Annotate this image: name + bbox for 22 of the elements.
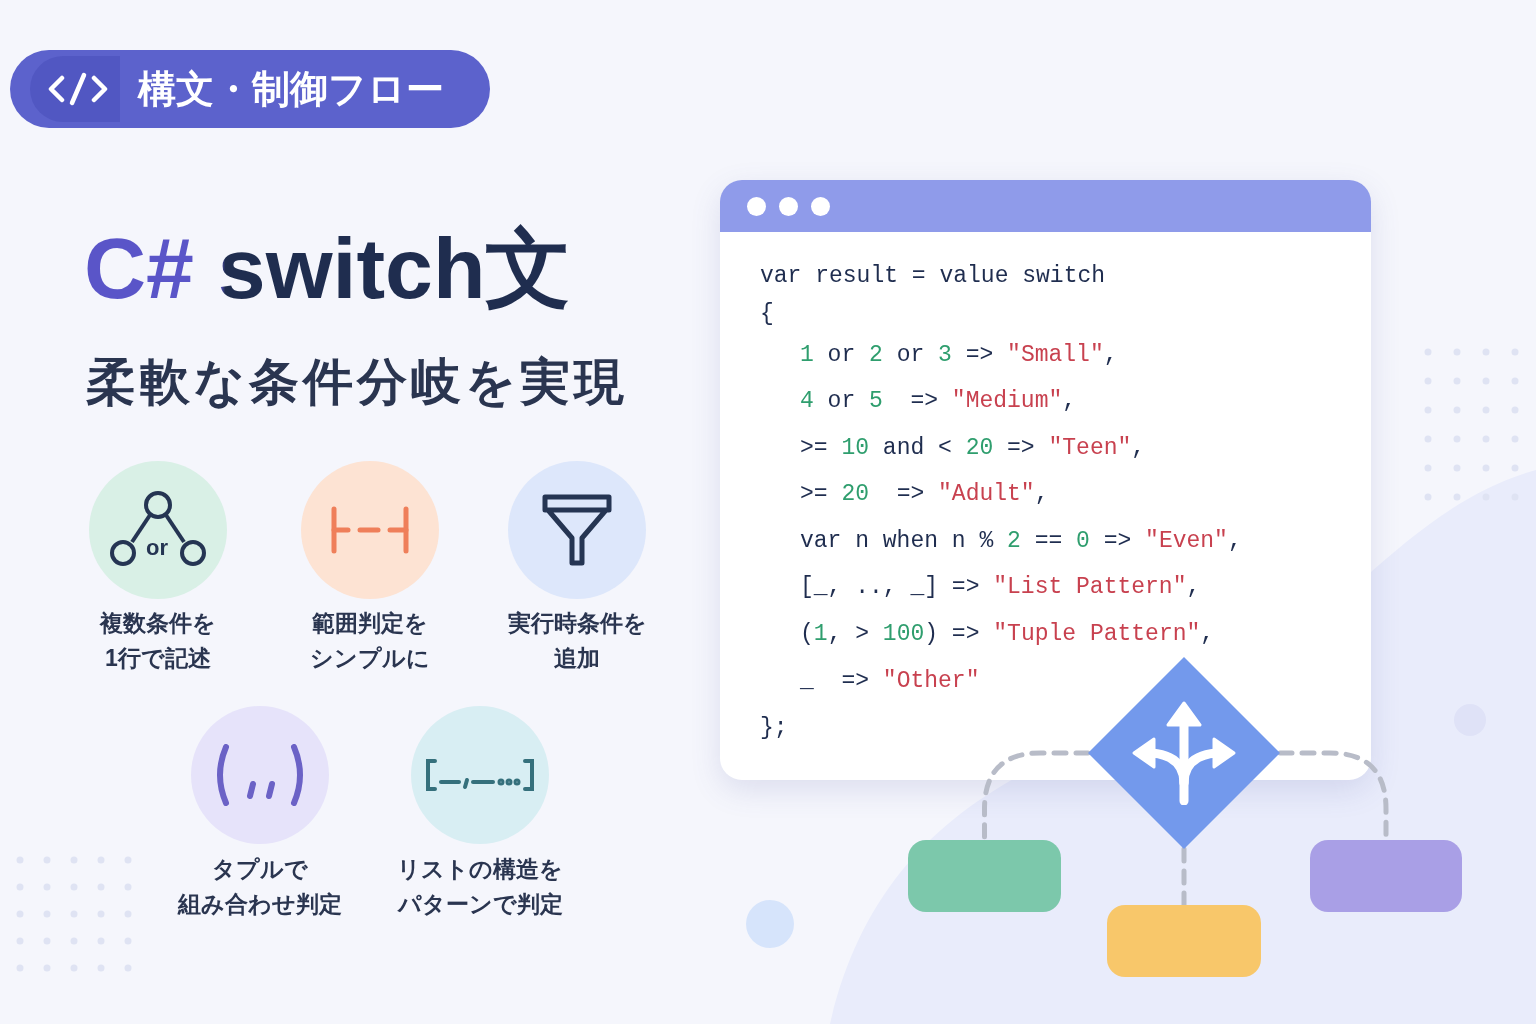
code-line: 4 or 5 => "Medium", bbox=[800, 387, 1077, 415]
code-line: [_, .., _] => "List Pattern", bbox=[800, 573, 1201, 601]
code-line: >= 20 => "Adult", bbox=[800, 480, 1049, 508]
dashed-connector bbox=[1181, 846, 1187, 908]
feature-caption: リストの構造をパターンで判定 bbox=[396, 855, 564, 919]
code-line: 1 or 2 or 3 => "Small", bbox=[800, 341, 1118, 369]
feature-caption: 実行時条件を追加 bbox=[506, 609, 648, 673]
subtitle: 柔軟な条件分岐を実現 bbox=[86, 353, 628, 412]
code-line: _ => "Other" bbox=[800, 667, 980, 695]
code-line: }; bbox=[760, 714, 788, 742]
code-line: >= 10 and < 20 => "Teen", bbox=[800, 434, 1146, 462]
branch-box bbox=[1107, 905, 1261, 977]
code-line: (1, > 100) => "Tuple Pattern", bbox=[800, 620, 1215, 648]
feature-caption: 複数条件を1行で記述 bbox=[98, 609, 217, 673]
code-line: var result = value switch bbox=[760, 262, 1106, 290]
code-line: { bbox=[760, 300, 774, 328]
feature-caption: 範囲判定をシンプルに bbox=[309, 609, 431, 673]
branch-box bbox=[908, 840, 1061, 912]
feature-caption: タプルで組み合わせ判定 bbox=[176, 855, 343, 919]
category-label: 構文・制御フロー bbox=[138, 67, 444, 112]
code-line: var n when n % 2 == 0 => "Even", bbox=[800, 527, 1242, 555]
branch-box bbox=[1310, 840, 1462, 912]
